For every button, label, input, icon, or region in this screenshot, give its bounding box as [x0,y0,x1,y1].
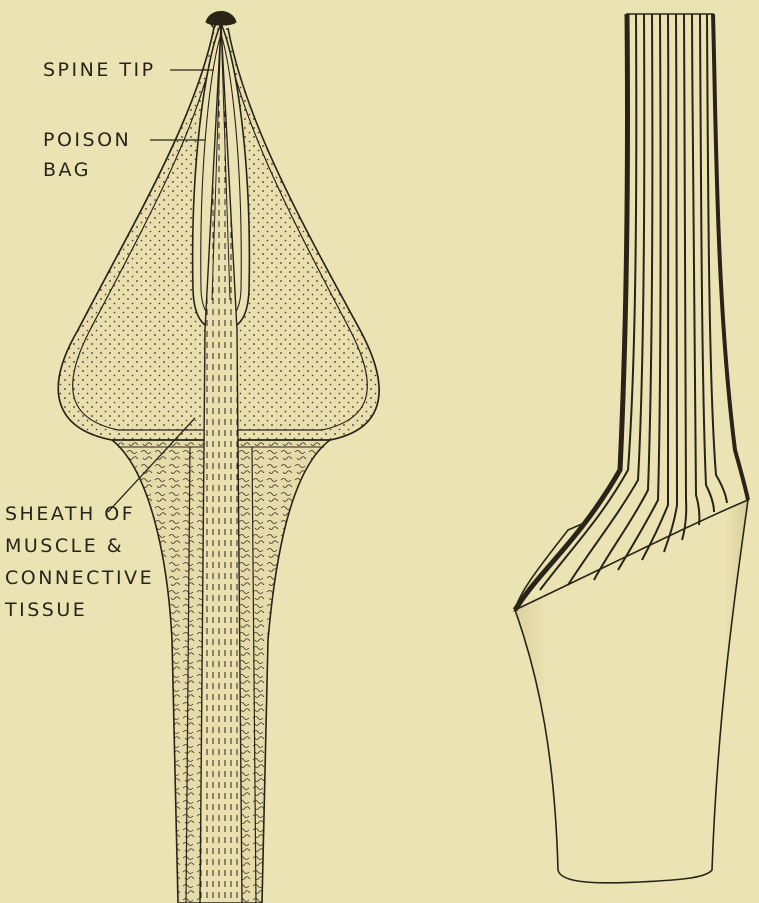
poison-bag-label-line2: BAG [43,156,91,185]
sheath-label-line4: TISSUE [5,596,87,625]
sheath-label-line3: CONNECTIVE [5,564,154,593]
poison-bag-label-line1: POISON [43,126,131,155]
external-spine-drawing [515,14,748,883]
spine-tip-label: SPINE TIP [43,56,156,85]
sheath-label-line2: MUSCLE & [5,532,124,561]
sheath-label-line1: SHEATH OF [5,500,135,529]
spine-tip-cap [206,12,236,26]
